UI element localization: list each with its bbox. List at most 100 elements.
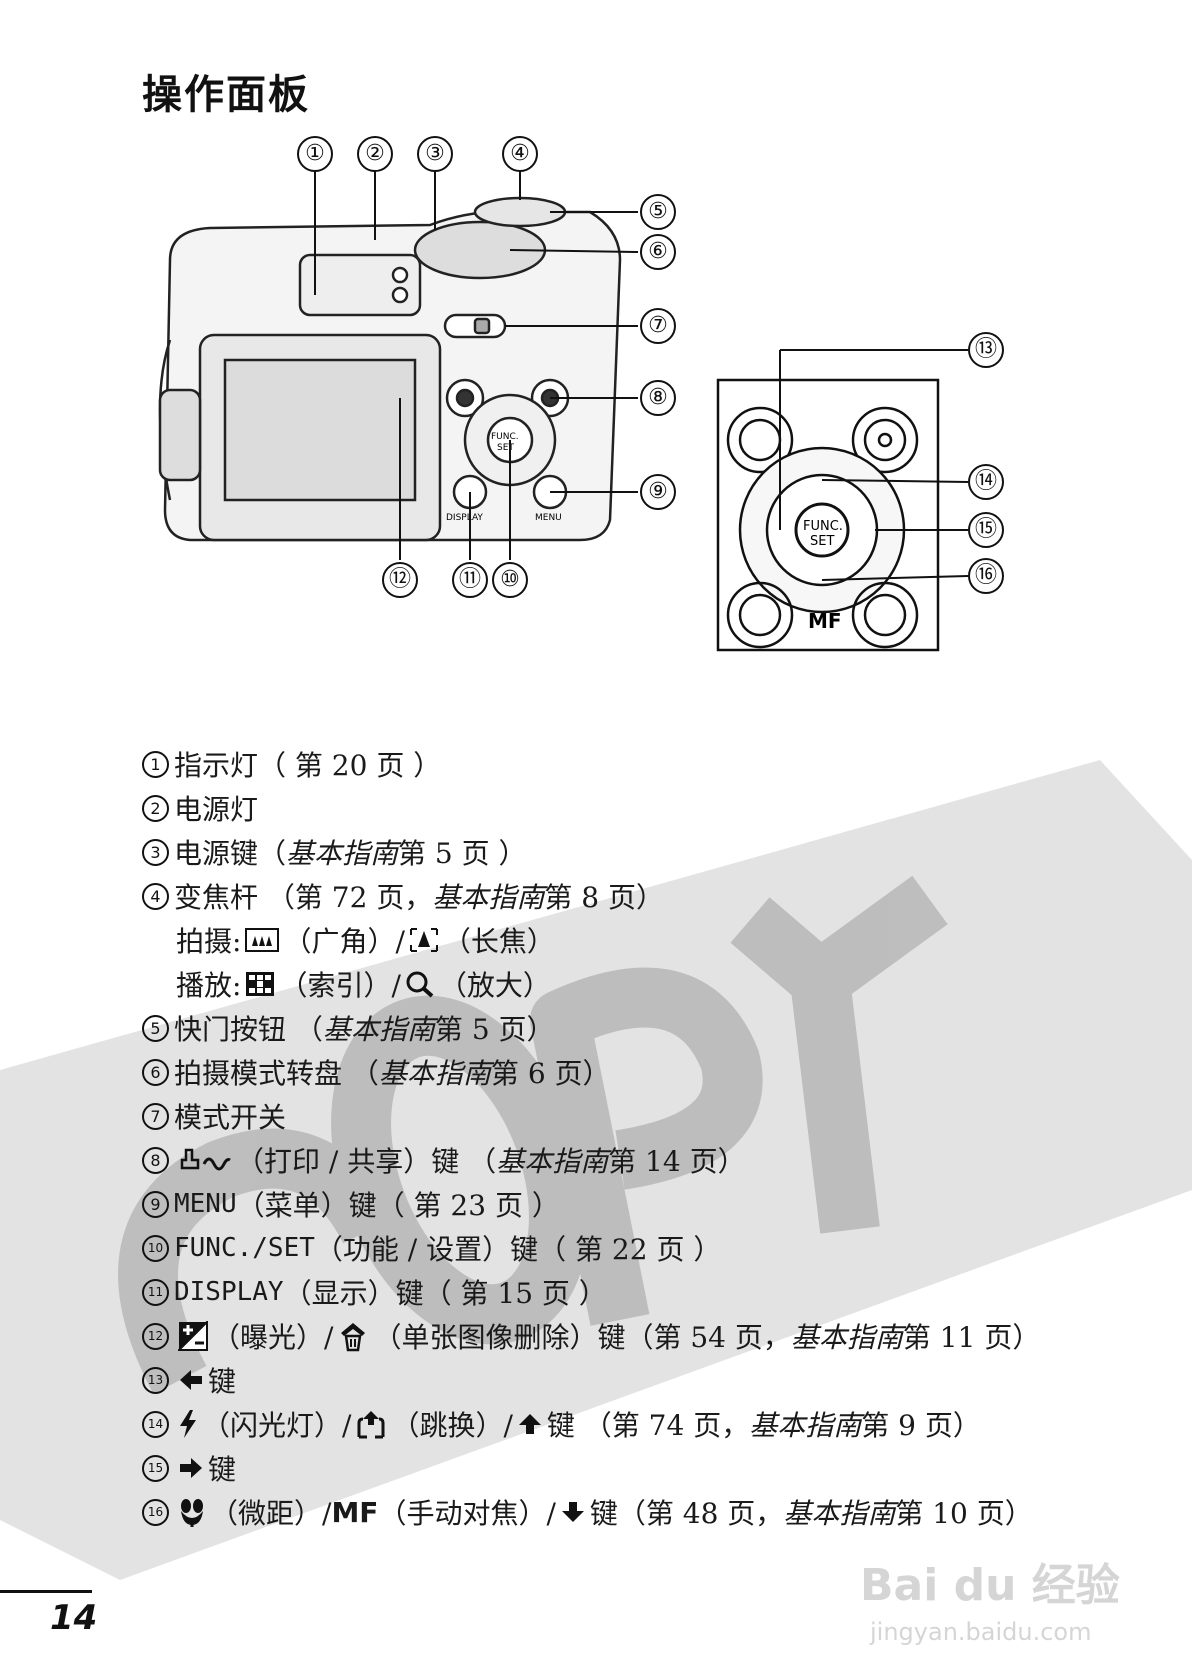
item-text: 基本指南: [783, 1497, 896, 1530]
inset-mf-label: MF: [808, 609, 842, 633]
arrow-left-icon: [178, 1368, 204, 1392]
item-text: 第 9 页）: [861, 1409, 981, 1442]
item-number: 1: [142, 750, 169, 778]
item-number: 5: [142, 1014, 169, 1042]
list-item: 16（微距）/MF（手动对焦）/键（第 48 页，基本指南 第 10 页）: [142, 1490, 1142, 1534]
list-item: 14（闪光灯）/（跳换）/键 （第 74 页， 基本指南 第 9 页）: [142, 1402, 1142, 1446]
page-number: 14: [50, 1598, 98, 1638]
wide-icon: [245, 928, 280, 952]
callout-16: ⑯: [968, 558, 1004, 594]
item-text: FUNC./SET: [174, 1233, 315, 1263]
item-text: 键: [208, 1453, 237, 1486]
item-text: 基本指南: [432, 881, 545, 914]
callout-12: ⑫: [382, 562, 418, 598]
item-text: （长焦）: [442, 925, 555, 958]
footer-rule: [0, 1590, 92, 1593]
item-text: 第 14 页）: [608, 1145, 746, 1178]
menu-label: MENU: [535, 513, 562, 523]
page-title: 操作面板: [142, 72, 310, 118]
func-label: FUNC.: [491, 432, 519, 442]
item-text: 第 11 页）: [902, 1321, 1041, 1354]
item-text: MENU: [174, 1189, 237, 1219]
arrow-down-icon: [560, 1500, 586, 1524]
item-number: 12: [142, 1322, 169, 1350]
exposure-icon: [178, 1321, 208, 1351]
item-text: （菜单）键（ 第 23 页 ）: [236, 1189, 560, 1222]
display-label: DISPLAY: [446, 513, 483, 523]
item-number: 9: [142, 1190, 169, 1218]
item-text: 第 6 页）: [490, 1057, 611, 1090]
item-text: 基本指南: [378, 1057, 491, 1090]
item-text: 指示灯（ 第 20 页 ）: [174, 749, 442, 782]
item-number: 15: [142, 1454, 169, 1482]
item-number: 11: [142, 1278, 169, 1306]
item-text: 基本指南: [749, 1409, 862, 1442]
callout-10: ⑩: [492, 562, 528, 598]
erase-icon: [337, 1320, 369, 1352]
arrow-up-icon: [517, 1412, 543, 1436]
callout-7: ⑦: [640, 308, 676, 344]
item-number: 4: [142, 882, 169, 910]
baidu-logo-text: Bai du 经验: [860, 1560, 1120, 1611]
inset-set-label: SET: [810, 534, 834, 549]
item-text: 键: [208, 1365, 237, 1398]
item-number: 6: [142, 1058, 169, 1086]
print-share-icon: [178, 1146, 232, 1174]
item-text: （闪光灯）/: [202, 1409, 352, 1442]
item-text: 第 10 页）: [895, 1497, 1033, 1530]
magnify-icon: [405, 970, 435, 998]
item-number: 2: [142, 794, 169, 822]
index-icon: [245, 971, 275, 997]
item-text: （放大）: [438, 969, 551, 1002]
item-text: MF: [331, 1495, 379, 1529]
item-text: 第 5 页）: [434, 1013, 555, 1046]
item-text: （广角）/: [283, 925, 405, 958]
item-number: 8: [142, 1146, 169, 1174]
list-item: 12 （曝光）/ （单张图像删除）键（第 54 页，基本指南 第 11 页）: [142, 1314, 1142, 1358]
list-item: 拍摄: （广角）/ （长焦）: [142, 918, 1142, 962]
item-text: 电源灯: [174, 793, 259, 826]
set-label: SET: [497, 443, 514, 453]
item-text: 第 8 页）: [544, 881, 664, 914]
callout-4: ④: [502, 136, 538, 172]
item-text: （跳换）/: [391, 1409, 513, 1442]
list-item: 13 键: [142, 1358, 1142, 1402]
callout-1: ①: [297, 136, 333, 172]
callout-14: ⑭: [968, 464, 1004, 500]
list-item: 播放: （索引）/（放大）: [142, 962, 1142, 1006]
item-number: 3: [142, 838, 169, 866]
item-text: 快门按钮 （: [174, 1013, 323, 1046]
item-text: （显示）键（ 第 15 页 ）: [283, 1277, 607, 1310]
list-item: 15 键: [142, 1446, 1142, 1490]
item-number: 13: [142, 1366, 169, 1394]
item-text: （手动对焦）/: [378, 1497, 556, 1530]
item-number: 16: [142, 1498, 169, 1526]
callout-15: ⑮: [968, 512, 1004, 548]
item-text: （曝光）/: [212, 1321, 334, 1354]
item-text: 模式开关: [174, 1101, 287, 1134]
item-text: （单张图像删除）键（第 54 页，: [373, 1321, 791, 1354]
item-text: （索引）/: [279, 969, 401, 1002]
item-text: （微距）/: [210, 1497, 332, 1530]
tele-icon: [409, 927, 439, 953]
item-text: 基本指南: [496, 1145, 609, 1178]
callout-9: ⑨: [640, 474, 676, 510]
macro-icon: [178, 1497, 206, 1527]
callout-5: ⑤: [640, 194, 676, 230]
list-item: 8（打印 / 共享）键 （基本指南 第 14 页）: [142, 1138, 1142, 1182]
item-number: 7: [142, 1102, 169, 1130]
item-text: 拍摄模式转盘 （: [174, 1057, 379, 1090]
callout-13: ⑬: [968, 332, 1004, 368]
item-text: 基本指南: [790, 1321, 903, 1354]
item-text: 拍摄:: [176, 925, 242, 958]
